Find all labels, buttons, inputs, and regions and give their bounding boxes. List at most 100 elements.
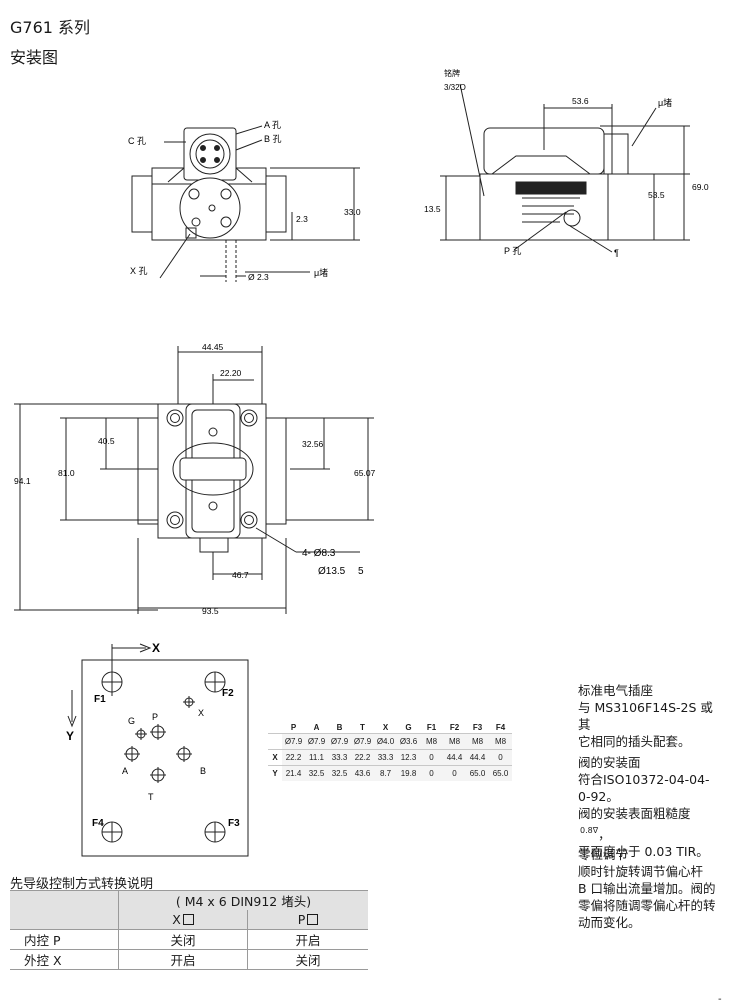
pilot-table-title: 先导级控制方式转换说明 bbox=[10, 877, 154, 892]
side-label-nameplate: 铭牌 bbox=[444, 68, 460, 78]
table-header: T bbox=[360, 723, 365, 732]
dim-46-7: 46.7 bbox=[232, 570, 249, 580]
table-cell: 11.1 bbox=[305, 749, 328, 766]
table-row: Ø7.9 Ø7.9 Ø7.9 Ø7.9 Ø4.0 Ø3.6 M8 M8 M8 M… bbox=[268, 733, 512, 750]
table-header-row: P A B T X G F1 F2 F3 F4 bbox=[268, 722, 512, 734]
dim-22-20: 22.20 bbox=[220, 368, 242, 378]
table-cell: M8 bbox=[489, 733, 512, 750]
port-f1: F1 bbox=[94, 694, 106, 705]
dim-40-5: 40.5 bbox=[98, 436, 115, 446]
label-plug: μ堵 bbox=[314, 267, 328, 278]
roughness-value: 0.8 bbox=[580, 826, 593, 835]
table-cell: Ø7.9 bbox=[305, 733, 328, 750]
label-a-port: A 孔 bbox=[264, 120, 281, 130]
dim-53-5: 53.5 bbox=[648, 190, 665, 200]
table-cell: 32.5 bbox=[305, 765, 328, 781]
table-cell: 8.7 bbox=[374, 765, 397, 781]
table-cell: 44.4 bbox=[443, 749, 466, 766]
table-corner bbox=[268, 722, 282, 734]
table-header: X bbox=[382, 723, 389, 732]
square-icon bbox=[182, 914, 194, 925]
side-view-drawing bbox=[440, 83, 690, 253]
port-b: B bbox=[200, 766, 206, 776]
dim-counterbore: Ø13.5 bbox=[318, 566, 346, 577]
note-null-line: 顺时针旋转调节偏心杆 bbox=[578, 864, 704, 879]
port-f2: F2 bbox=[222, 688, 234, 699]
table-header: A bbox=[313, 723, 320, 732]
table-cell: Ø3.6 bbox=[397, 733, 420, 750]
dim-94-1: 94.1 bbox=[14, 476, 31, 486]
square-icon bbox=[307, 914, 319, 925]
table-header: F1 bbox=[426, 723, 437, 732]
side-label-plug: μ堵 bbox=[658, 97, 672, 108]
table-cell: Ø7.9 bbox=[351, 733, 374, 750]
table-cell: 22.2 bbox=[282, 749, 305, 766]
pilot-col-x-label: X bbox=[172, 912, 181, 927]
dim-13-5: 13.5 bbox=[424, 204, 441, 214]
dim-33-0: 33.0 bbox=[344, 207, 361, 217]
pilot-col-x: X bbox=[118, 910, 248, 930]
pilot-subheader-corner bbox=[10, 910, 119, 930]
port-f4: F4 bbox=[92, 818, 104, 829]
pilot-row-label: 内控 P bbox=[10, 929, 119, 950]
note-mounting-line: 阀的安装表面粗糙度 bbox=[578, 806, 691, 821]
table-cell: 65.0 bbox=[466, 765, 489, 781]
side-label-p-port: P 孔 bbox=[504, 246, 521, 256]
table-cell: 0 bbox=[443, 765, 466, 781]
note-connector-line: 与 MS3106F14S-2S 或其 bbox=[578, 700, 713, 732]
table-cell: 33.3 bbox=[328, 749, 351, 766]
port-g: G bbox=[128, 716, 135, 726]
dim-holes: 4- Ø8.3 bbox=[302, 548, 336, 559]
page-subtitle: 安装图 bbox=[10, 48, 59, 67]
table-cell: 0 bbox=[420, 749, 443, 766]
pilot-control-table: ( M4 x 6 DIN912 堵头) X P 内控 P 关闭 开启 外控 X … bbox=[10, 890, 368, 970]
table-row: X 22.2 11.1 33.3 22.2 33.3 12.3 0 44.4 4… bbox=[268, 749, 512, 766]
row-label: X bbox=[268, 749, 282, 766]
table-header: F3 bbox=[472, 723, 483, 732]
table-header: F2 bbox=[449, 723, 460, 732]
dim-2-3: 2.3 bbox=[296, 214, 308, 224]
table-cell: 12.3 bbox=[397, 749, 420, 766]
table-row: 外控 X 开启 关闭 bbox=[10, 949, 368, 970]
side-label-thread: 3/32O bbox=[444, 83, 466, 92]
note-mounting-roughness-row: 阀的安装表面粗糙度0.8∇， bbox=[578, 806, 691, 842]
pilot-cell: 开启 bbox=[118, 949, 248, 970]
table-cell: 32.5 bbox=[328, 765, 351, 781]
axis-y-label: Y bbox=[66, 729, 74, 743]
dim-69-0: 69.0 bbox=[692, 182, 709, 192]
port-t: T bbox=[148, 792, 154, 802]
table-header: F4 bbox=[495, 723, 506, 732]
port-f3: F3 bbox=[228, 818, 240, 829]
table-cell: 33.3 bbox=[374, 749, 397, 766]
table-cell: 0 bbox=[489, 749, 512, 766]
table-header: B bbox=[336, 723, 343, 732]
dim-depth: 5 bbox=[358, 566, 364, 577]
pilot-row-label: 外控 X bbox=[10, 949, 119, 970]
table-cell: 65.0 bbox=[489, 765, 512, 781]
footer-mark: - bbox=[718, 994, 722, 1005]
dim-32-56: 32.56 bbox=[302, 439, 324, 449]
table-cell: 44.4 bbox=[466, 749, 489, 766]
pilot-header-corner bbox=[10, 890, 119, 910]
dim-53-6: 53.6 bbox=[572, 96, 589, 106]
port-pattern-drawing bbox=[67, 643, 249, 857]
table-cell: M8 bbox=[420, 733, 443, 750]
pilot-cell: 关闭 bbox=[118, 929, 248, 950]
pilot-header-plug: ( M4 x 6 DIN912 堵头) bbox=[118, 890, 368, 910]
table-header: G bbox=[405, 723, 412, 732]
table-cell: Ø7.9 bbox=[328, 733, 351, 750]
note-null-line: B 口输出流量增加。阀的 bbox=[578, 881, 716, 896]
top-view-drawing bbox=[131, 125, 360, 282]
plan-view-drawing bbox=[14, 346, 374, 614]
pilot-header-row: ( M4 x 6 DIN912 堵头) bbox=[10, 890, 368, 910]
table-row: Y 21.4 32.5 32.5 43.6 8.7 19.8 0 0 65.0 … bbox=[268, 765, 512, 781]
label-x-port: X 孔 bbox=[130, 266, 148, 276]
port-x: X bbox=[198, 708, 204, 718]
table-row: 内控 P 关闭 开启 bbox=[10, 929, 368, 950]
table-cell: Ø7.9 bbox=[282, 733, 305, 750]
dim-65-07: 65.07 bbox=[354, 468, 376, 478]
note-null-title: 零位调节 bbox=[578, 847, 629, 862]
port-dimension-table: P A B T X G F1 F2 F3 F4 Ø7.9 Ø7.9 Ø7.9 Ø… bbox=[268, 722, 512, 781]
row-label bbox=[268, 733, 282, 750]
